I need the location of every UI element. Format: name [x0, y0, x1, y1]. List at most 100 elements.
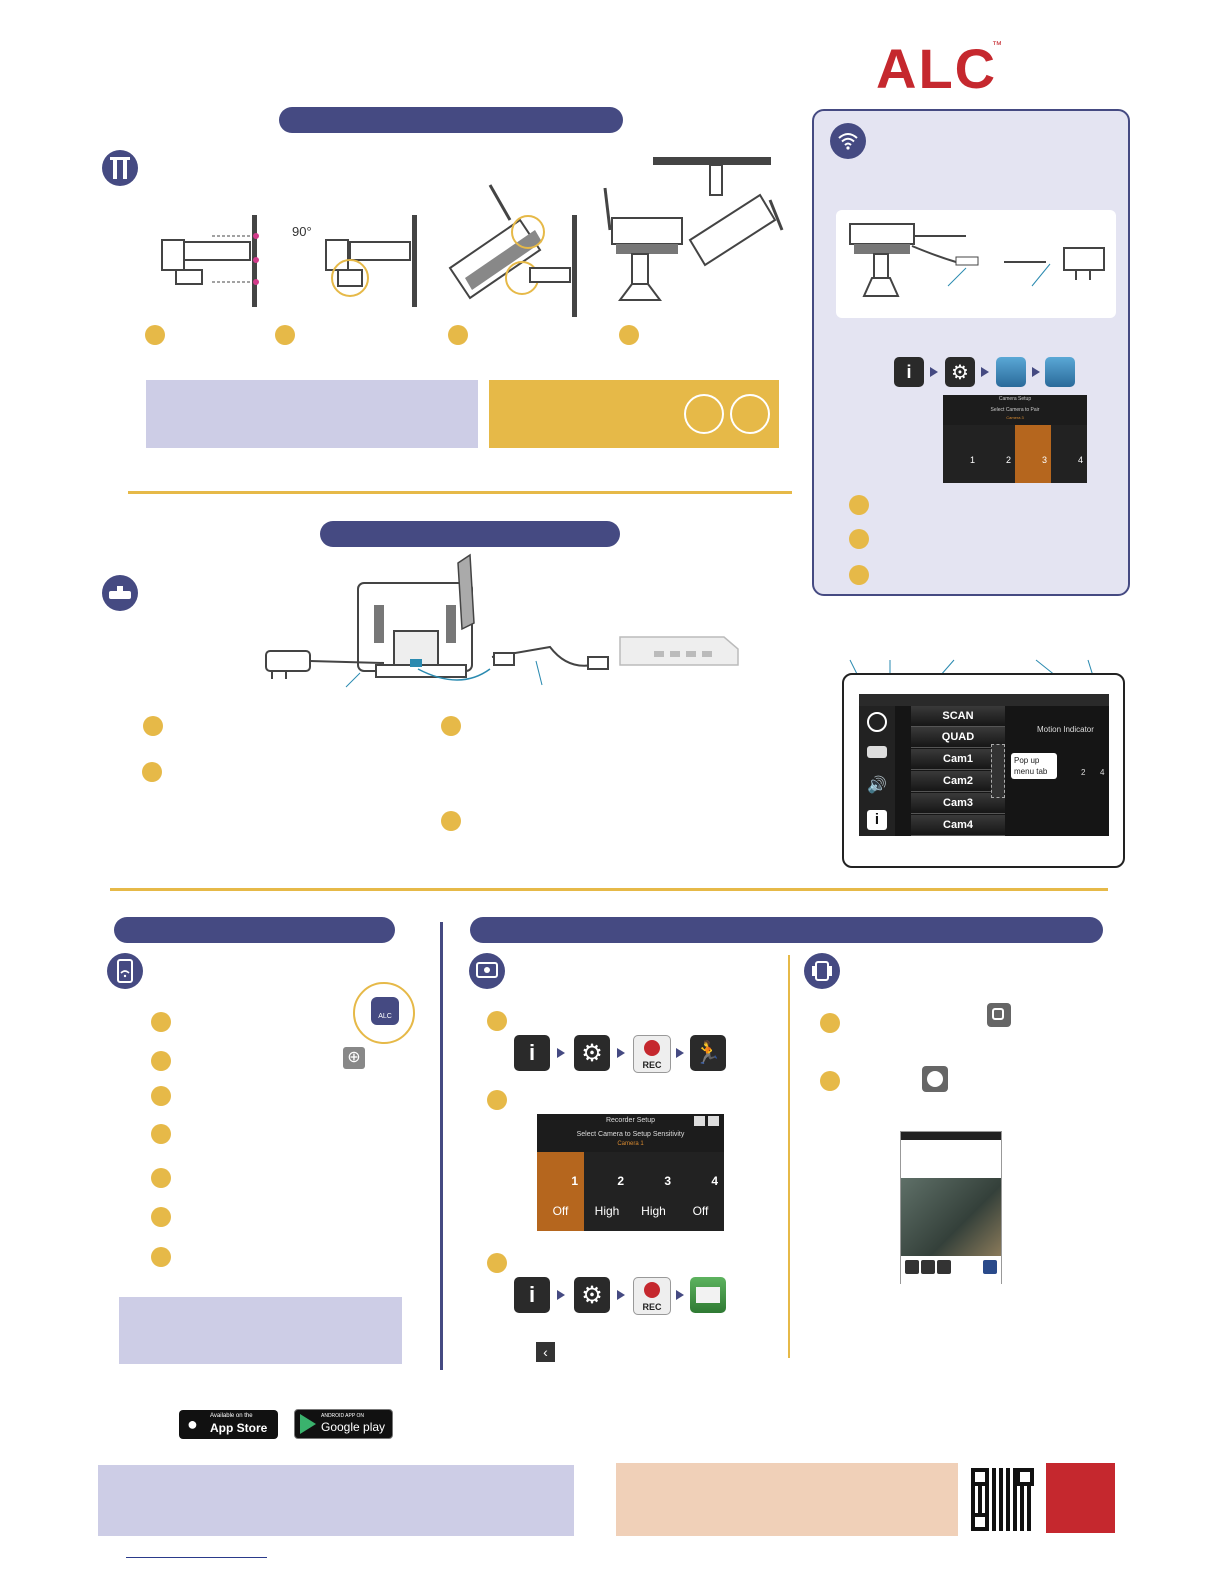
- arrow-icon: [676, 1048, 684, 1058]
- step-dot-mount-3: [448, 325, 468, 345]
- phone-toolbar: [901, 1256, 1001, 1284]
- step-dot-mount-4: [619, 325, 639, 345]
- mute-icon[interactable]: [921, 1260, 935, 1274]
- pairing-illustration-box: [836, 210, 1116, 318]
- logo-text: ALC: [876, 37, 998, 100]
- menu-cam2-button[interactable]: Cam2: [911, 771, 1005, 792]
- step-dot-monitor-1: [143, 716, 163, 736]
- popup-menu-label: Pop up menu tab: [1011, 753, 1057, 779]
- brand-logo: ALC ™: [876, 36, 1002, 101]
- step-dot-pair-1: [849, 495, 869, 515]
- arrow-icon: [557, 1290, 565, 1300]
- speaker-icon[interactable]: 🔊: [867, 777, 887, 794]
- rec-icon: REC: [633, 1035, 671, 1073]
- section-header-recording: [470, 917, 1103, 943]
- recorder-setup-selected: Camera 1: [617, 1141, 644, 1147]
- google-play-badge[interactable]: ANDROID APP ON Google play: [294, 1409, 393, 1439]
- camera-setup-title: Camera Setup: [998, 396, 1032, 402]
- motion-detection-icon: 🏃: [690, 1035, 726, 1071]
- info-menu-icon: i: [514, 1035, 550, 1071]
- rec-camera-4[interactable]: 4 Off: [677, 1152, 724, 1231]
- pairing-panel: i ⚙ Camera Setup Select Camera to Pair C…: [812, 109, 1130, 596]
- record-button-icon: [922, 1066, 948, 1092]
- step-dot-mount-1: [145, 325, 165, 345]
- play-icon: [300, 1414, 316, 1434]
- quad-number-4: 4: [1100, 768, 1105, 777]
- camera-setup-selected: Camera 3: [1006, 415, 1024, 420]
- camera-snapshot-icon[interactable]: [905, 1260, 919, 1274]
- recorder-setup-screen: Recorder Setup Select Camera to Setup Se…: [537, 1114, 724, 1231]
- apple-icon: ●: [187, 1414, 198, 1434]
- record-icon[interactable]: [937, 1260, 951, 1274]
- menu-cam4-button[interactable]: Cam4: [911, 815, 1005, 836]
- menu-quad-button[interactable]: QUAD: [911, 727, 1005, 748]
- pair-camera-2[interactable]: 2: [979, 425, 1015, 483]
- camera-menu-icon[interactable]: [867, 746, 887, 758]
- phone-camera-feed: [901, 1178, 1001, 1256]
- scan-globe-icon[interactable]: [867, 712, 887, 732]
- info-menu-icon: i: [514, 1277, 550, 1313]
- arrow-icon: [617, 1048, 625, 1058]
- arrow-icon: [930, 367, 938, 377]
- step-dot-app-2: [151, 1051, 171, 1071]
- camera-badge-icon: [684, 394, 724, 434]
- settings-gear-icon: ⚙: [574, 1277, 610, 1313]
- vertical-divider: [440, 922, 443, 1370]
- live-view-frame: 🔊 i SCAN QUAD Cam1 Cam2 Cam3 Cam4 Motion…: [842, 673, 1125, 868]
- motion-indicator-label: Motion Indicator: [1037, 725, 1094, 734]
- info-icon[interactable]: i: [867, 810, 887, 830]
- arrow-icon: [557, 1048, 565, 1058]
- camera-setup-icon: [996, 357, 1026, 387]
- step-dot-app-4: [151, 1124, 171, 1144]
- camera-pair-icon: [1045, 357, 1075, 387]
- return-icon[interactable]: [983, 1260, 997, 1274]
- mounting-note-box: [146, 380, 478, 448]
- qr-code[interactable]: [971, 1468, 1034, 1531]
- alc-app-icon: ALC: [371, 997, 399, 1025]
- mounting-illustration: [161, 157, 784, 317]
- recorder-setup-subtitle: Select Camera to Setup Sensitivity: [576, 1131, 685, 1138]
- step-dot-mount-2: [275, 325, 295, 345]
- phone-screenshot: [900, 1131, 1002, 1284]
- mounting-tip-box: [489, 380, 779, 448]
- step-dot-pair-3: [849, 565, 869, 585]
- camera-setup-screen: Camera Setup Select Camera to Pair Camer…: [943, 395, 1087, 483]
- pair-camera-3[interactable]: 3: [1015, 425, 1051, 483]
- status-bar: [859, 694, 1109, 706]
- live-view-screen: 🔊 i SCAN QUAD Cam1 Cam2 Cam3 Cam4 Motion…: [859, 694, 1109, 836]
- touch-screen-icon: [469, 953, 505, 989]
- menu-scan-button[interactable]: SCAN: [911, 706, 1005, 727]
- phone-wifi-icon: [107, 953, 143, 989]
- pair-camera-1[interactable]: 1: [943, 425, 979, 483]
- back-arrow-icon: ‹: [536, 1342, 555, 1362]
- logo-trademark: ™: [992, 40, 1002, 51]
- menu-cam1-button[interactable]: Cam1: [911, 749, 1005, 770]
- step-dot-app-7: [151, 1247, 171, 1267]
- app-note-box: [119, 1297, 402, 1364]
- rec-camera-2[interactable]: 2 High: [584, 1152, 630, 1231]
- footer-link-underline[interactable]: [126, 1557, 267, 1558]
- popup-menu-tab[interactable]: [991, 744, 1005, 798]
- info-menu-icon: i: [894, 357, 924, 387]
- footer-red-block: [1046, 1463, 1115, 1533]
- footer-contact-box: [98, 1465, 574, 1536]
- app-store-badge[interactable]: ● Available on the App Store: [179, 1410, 278, 1439]
- footer-warranty-box: [616, 1463, 958, 1536]
- arrow-icon: [617, 1290, 625, 1300]
- home-icon[interactable]: [694, 1116, 705, 1126]
- rec-camera-1[interactable]: 1 Off: [537, 1152, 584, 1231]
- camera-setup-subtitle: Select Camera to Pair: [990, 407, 1040, 413]
- arrow-icon: [1032, 367, 1040, 377]
- devices-icon: [804, 953, 840, 989]
- rec-camera-3[interactable]: 3 High: [630, 1152, 677, 1231]
- pair-camera-4[interactable]: 4: [1051, 425, 1087, 483]
- step-dot-pair-2: [849, 529, 869, 549]
- section-header-app: [114, 917, 395, 943]
- app-icon-callout: ALC: [353, 982, 415, 1044]
- back-icon[interactable]: [708, 1116, 719, 1126]
- section-header-mounting: [279, 107, 623, 133]
- camera-badge-icon: [730, 394, 770, 434]
- email-icon: [690, 1277, 726, 1313]
- angle-label: 90°: [292, 224, 312, 239]
- menu-cam3-button[interactable]: Cam3: [911, 793, 1005, 814]
